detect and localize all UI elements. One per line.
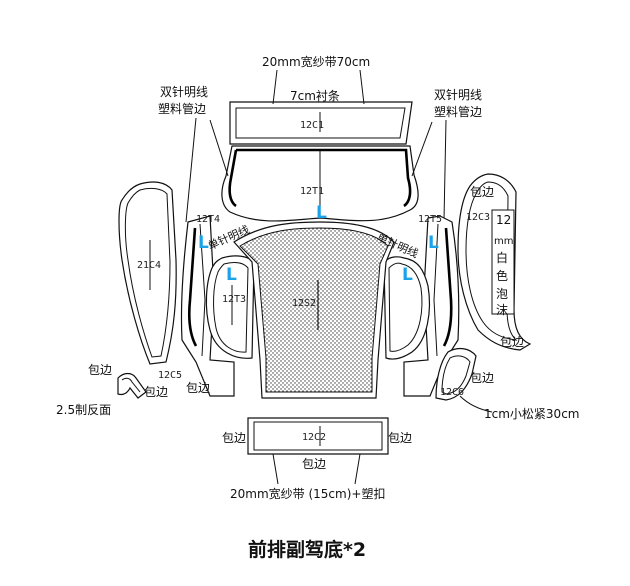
label-12t3: 12T3 xyxy=(222,294,246,305)
note-edge-c2-right: 包边 xyxy=(388,431,412,445)
svg-text:沫: 沫 xyxy=(496,303,508,317)
piece-12c5 xyxy=(117,372,147,399)
note-right-seam-2: 塑料管边 xyxy=(434,104,482,119)
note-edge-c3-bottom: 包边 xyxy=(500,335,524,349)
svg-text:白: 白 xyxy=(496,250,508,265)
svg-text:泡: 泡 xyxy=(496,287,508,301)
note-edge-c2-bottom: 包边 xyxy=(302,457,326,471)
label-12c5: 12C5 xyxy=(158,370,182,381)
note-bottom-band: 20mm宽纱带 (15cm)+塑扣 xyxy=(230,486,385,501)
label-12c2: 12C2 xyxy=(302,432,326,443)
marker-l-2: L xyxy=(198,233,209,253)
note-left-seam-2: 塑料管边 xyxy=(158,101,206,116)
seam-leader-right-2 xyxy=(411,121,433,177)
note-edge-c3: 包边 xyxy=(470,185,494,199)
piece-12c2 xyxy=(247,417,389,485)
note-left-seam-1: 双针明线 xyxy=(160,84,208,99)
marker-l-1: L xyxy=(316,203,327,223)
note-edge-c2-left: 包边 xyxy=(222,431,246,445)
note-elastic: 1cm小松紧30cm xyxy=(484,407,579,421)
note-vertical-c3: 12 mm 白 色 泡 沫 xyxy=(494,213,513,317)
marker-l-5: L xyxy=(402,265,413,285)
note-right-seam-1: 双针明线 xyxy=(434,87,482,102)
note-reverse: 2.5制反面 xyxy=(56,403,111,417)
note-edge-left-2: 包边 xyxy=(144,385,168,399)
diagram-title: 前排副驾底*2 xyxy=(248,538,366,561)
note-edge-left: 包边 xyxy=(88,363,112,377)
piece-12s2 xyxy=(233,221,395,399)
svg-text:色: 色 xyxy=(496,269,508,283)
piece-21c4 xyxy=(118,181,177,365)
seam-leader-left xyxy=(185,117,197,223)
note-top-band: 20mm宽纱带70cm xyxy=(262,54,370,69)
label-12s2: 12S2 xyxy=(292,298,316,309)
piece-12t1 xyxy=(221,145,419,222)
label-12t5: 12T5 xyxy=(418,214,442,225)
note-edge-c6: 包边 xyxy=(470,371,494,385)
piece-right-inner xyxy=(383,256,431,360)
label-12c1: 12C1 xyxy=(300,120,324,131)
note-strip: 7cm衬条 xyxy=(290,89,340,103)
label-12t4: 12T4 xyxy=(196,214,220,225)
marker-l-4: L xyxy=(226,265,237,285)
svg-text:mm: mm xyxy=(494,236,513,247)
marker-l-3: L xyxy=(428,233,439,253)
seam-leader-right xyxy=(443,119,447,221)
piece-12c6 xyxy=(435,347,493,413)
piece-12t5 xyxy=(403,215,460,397)
note-edge-left-3: 包边 xyxy=(186,381,210,395)
svg-text:12: 12 xyxy=(496,213,511,227)
label-12c6: 12C6 xyxy=(440,387,464,398)
label-12c3: 12C3 xyxy=(466,212,490,223)
label-21c4: 21C4 xyxy=(137,260,161,271)
seam-leader-left-2 xyxy=(209,119,229,177)
piece-12c3 xyxy=(457,173,532,351)
piece-12c1 xyxy=(229,69,413,145)
label-12t1: 12T1 xyxy=(300,186,324,197)
